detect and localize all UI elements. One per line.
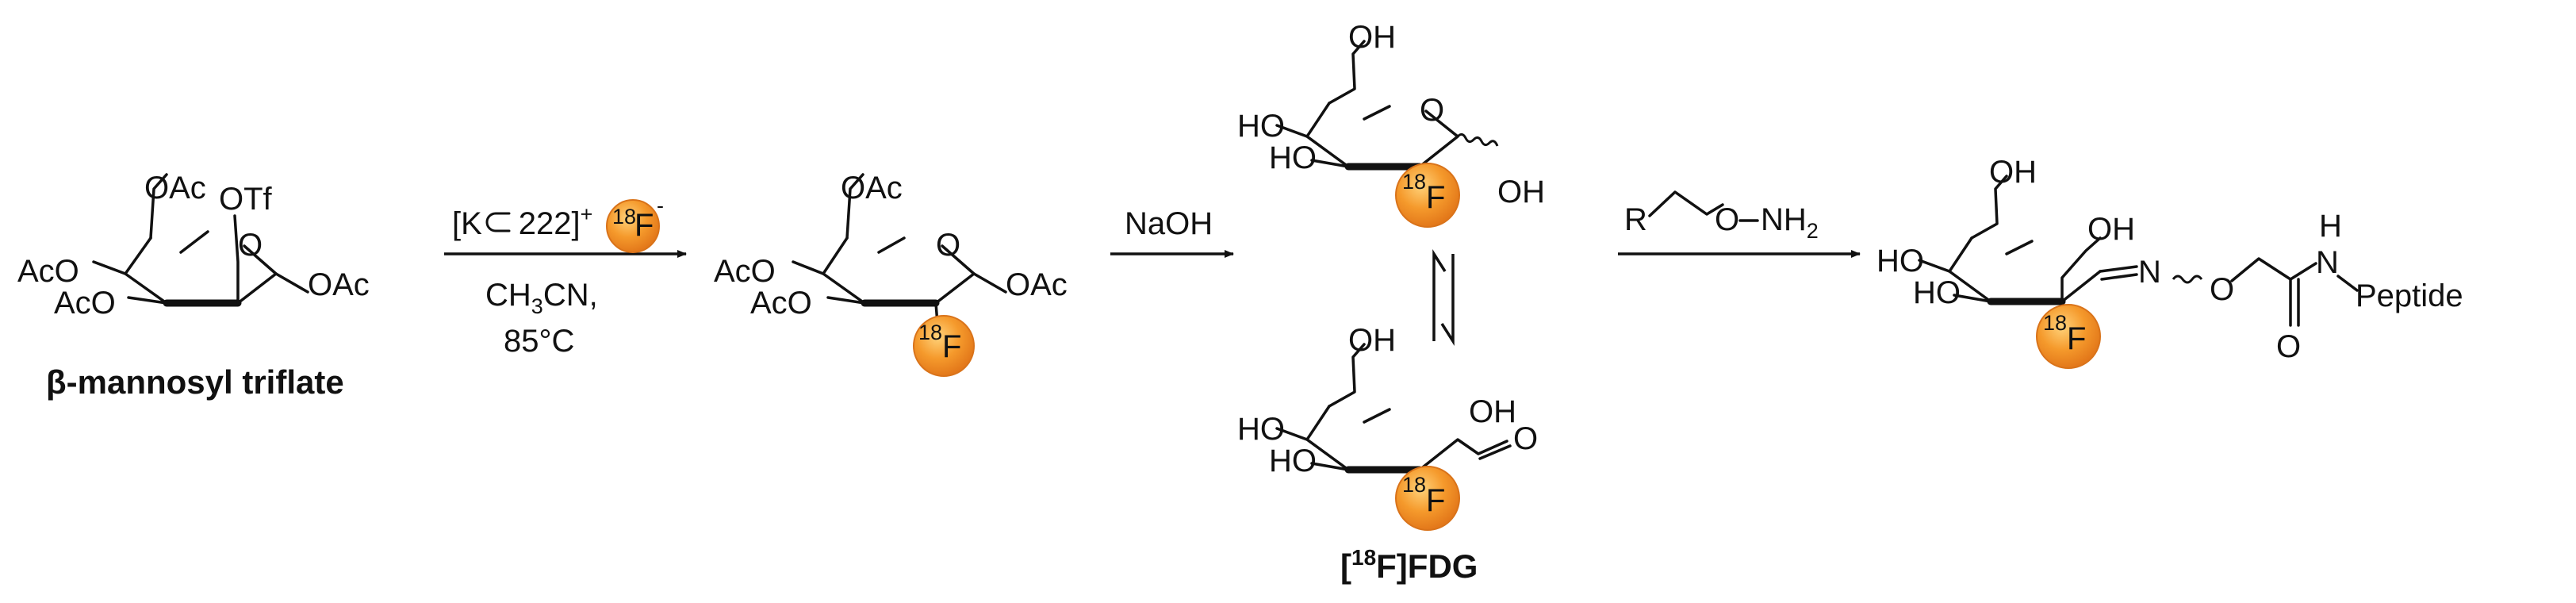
fluorine-18-badge	[913, 315, 975, 377]
step1-solvent: CH3CN,	[485, 278, 598, 318]
svg-text:HO: HO	[1237, 109, 1285, 144]
svg-text:NH2: NH2	[1761, 202, 1819, 243]
svg-text:O: O	[1420, 93, 1444, 128]
svg-text:AcO: AcO	[750, 286, 812, 321]
oac-anomeric-label: OAc	[308, 267, 370, 302]
step1-temperature: 85°C	[504, 324, 574, 359]
svg-text:18: 18	[1402, 473, 1426, 497]
svg-text:OH: OH	[1497, 175, 1545, 209]
ring-oxygen-label: O	[238, 228, 263, 263]
svg-text:F: F	[1426, 483, 1445, 518]
beta-mannosyl-triflate-structure: OAc OTf O AcO AcO OAc	[17, 171, 370, 321]
svg-text:18: 18	[918, 321, 942, 344]
svg-text:F: F	[1426, 180, 1445, 215]
svg-text:18: 18	[1402, 170, 1426, 194]
subset-icon	[485, 212, 511, 232]
svg-text:H: H	[2319, 209, 2342, 244]
acetylated-fluoro-glucose-structure: OAc O AcO AcO OAc 18 F	[714, 171, 1068, 377]
svg-text:HO: HO	[1269, 140, 1317, 175]
svg-text:HO: HO	[1269, 444, 1317, 478]
svg-text:18: 18	[2043, 311, 2067, 335]
aco-label-upper: AcO	[17, 254, 79, 289]
oac-label: OAc	[144, 171, 206, 205]
fluorine-18-badge	[2036, 304, 2101, 369]
svg-text:OH: OH	[1989, 155, 2037, 190]
svg-text:N: N	[2138, 255, 2161, 290]
svg-text:O: O	[1513, 421, 1538, 456]
svg-text:O: O	[936, 228, 960, 263]
equilibrium-arrows	[1432, 248, 1455, 347]
svg-text:O: O	[2210, 272, 2234, 307]
svg-text:18: 18	[612, 205, 636, 229]
svg-text:N: N	[2316, 245, 2339, 280]
oxime-peptide-conjugate-structure: OH OH HO HO N O O H N Peptide 18 F	[1876, 155, 2463, 369]
fluorine-18-badge	[1395, 466, 1460, 531]
svg-text:F: F	[2067, 321, 2086, 356]
svg-text:O: O	[2276, 329, 2301, 364]
svg-text:-: -	[657, 194, 664, 217]
fluorine-18-badge	[606, 199, 660, 253]
svg-text:OH: OH	[2087, 212, 2135, 247]
svg-text:HO: HO	[1913, 275, 1961, 310]
aco-label-lower: AcO	[54, 286, 116, 321]
svg-text:OAc: OAc	[1006, 267, 1068, 302]
svg-text:OH: OH	[1469, 394, 1516, 429]
compound-name-mannosyl-triflate: β-mannosyl triflate	[46, 363, 344, 401]
svg-text:F: F	[942, 329, 961, 364]
svg-text:R: R	[1624, 202, 1647, 237]
fdg-open-chain-structure: OH OH HO HO O 18 F	[1237, 323, 1538, 531]
peptide-label: Peptide	[2356, 278, 2463, 313]
compound-name-fdg: [18F]FDG	[1340, 545, 1478, 585]
svg-text:AcO: AcO	[714, 254, 776, 289]
fluorine-18-badge	[1395, 163, 1460, 228]
svg-text:OAc: OAc	[841, 171, 903, 205]
svg-text:HO: HO	[1237, 412, 1285, 447]
svg-text:F: F	[634, 208, 654, 243]
svg-text:OH: OH	[1348, 323, 1396, 358]
fdg-pyranose-structure: OH O HO HO OH 18 F	[1237, 20, 1545, 228]
otf-label: OTf	[219, 182, 273, 217]
aminooxy-reagent: R O NH2	[1624, 190, 1819, 243]
step2-reagent: NaOH	[1125, 206, 1213, 241]
svg-text:OH: OH	[1348, 20, 1396, 55]
svg-text:O: O	[1715, 202, 1739, 237]
svg-text:HO: HO	[1876, 244, 1924, 278]
